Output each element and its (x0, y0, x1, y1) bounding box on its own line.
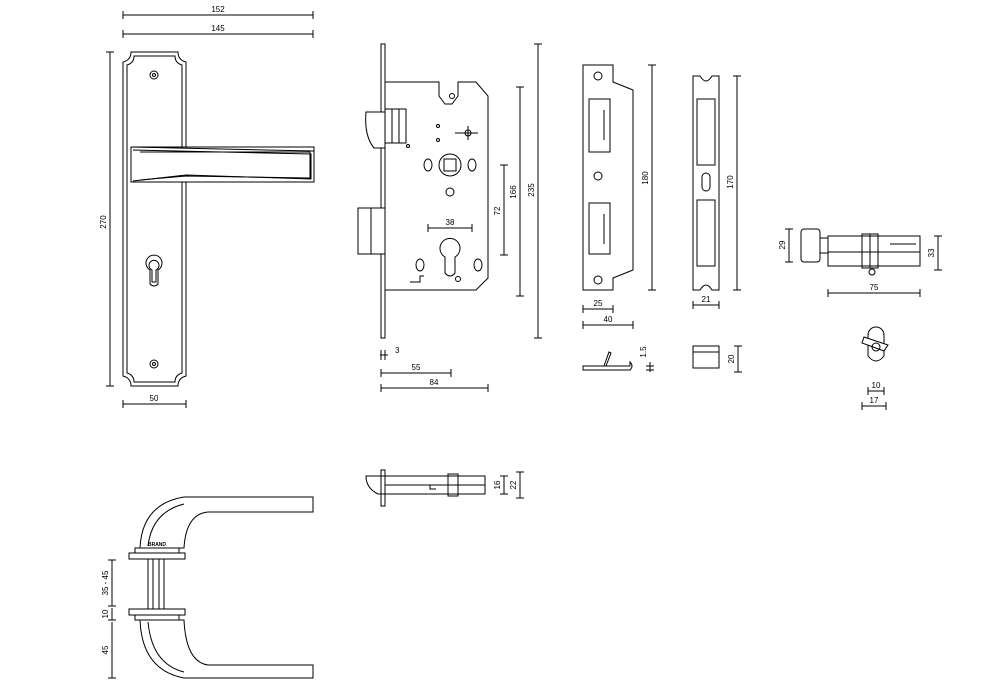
dim-40: 40 (604, 315, 613, 324)
handle-dimensions: 35 - 45 10 45 (101, 559, 116, 679)
dim-170: 170 (726, 175, 735, 189)
strike-screw-mid (593, 171, 603, 181)
dim-29: 29 (778, 240, 787, 249)
backplate-inner-outline (126, 55, 183, 383)
hub-slot-left (423, 158, 433, 172)
upper-lever-section (139, 496, 314, 549)
plate-dimensions: 152 145 270 50 (99, 5, 314, 408)
dim-3: 3 (395, 346, 400, 355)
bolt-stop (447, 473, 459, 497)
dim-25: 25 (594, 299, 603, 308)
screw-hole-bottom (149, 359, 159, 369)
dim-75: 75 (870, 283, 879, 292)
dim-38: 38 (446, 218, 455, 227)
lower-lever-section (139, 619, 314, 679)
dim-180: 180 (641, 171, 650, 185)
strike-latch-opening (588, 98, 611, 153)
mortise-lock-view (357, 43, 489, 339)
screw-hole-top-inner (152, 73, 156, 77)
strike-screw-bottom (593, 275, 603, 285)
screw-hole-bottom-inner (152, 362, 156, 366)
keeper-slot (701, 172, 711, 192)
lock-keyhole (439, 237, 461, 277)
lower-rose (128, 608, 186, 616)
dim-20: 20 (727, 354, 736, 363)
latch-housing (384, 108, 407, 144)
dim-50: 50 (150, 394, 159, 403)
door-spindle (147, 558, 165, 610)
screw-hole-top (149, 70, 159, 80)
strike-profile (582, 360, 633, 371)
lever-handle (130, 146, 315, 183)
lock-screw-mid (445, 187, 455, 197)
dim-72: 72 (493, 206, 502, 215)
bolt-dimensions: 16 22 (493, 471, 524, 499)
backplate-view (122, 51, 315, 387)
lock-slot-right (473, 258, 483, 272)
keeper-outline (692, 75, 720, 291)
dim-10-cyl: 10 (872, 381, 881, 390)
keyhole-cutout (145, 254, 163, 287)
bolt-head (365, 475, 386, 495)
spindle-square (443, 158, 457, 172)
centre-mark (455, 126, 478, 140)
dim-235: 235 (527, 183, 536, 197)
dim-1-5: 1.5 (639, 346, 648, 358)
strike-dimensions: 180 25 40 1.5 (582, 64, 656, 372)
hub-slot-right (467, 158, 477, 172)
upper-rose (128, 552, 186, 560)
dim-270: 270 (99, 215, 108, 229)
dim-145: 145 (211, 24, 225, 33)
strike-plate-outline (582, 64, 634, 291)
bolt-side-view (365, 469, 486, 507)
dim-33: 33 (927, 248, 936, 257)
cylinder-dimensions: 75 29 33 10 17 (778, 228, 942, 410)
dim-45: 45 (101, 645, 110, 654)
lock-faceplate (380, 43, 386, 339)
upper-rose-brand: BRAND (148, 542, 166, 548)
keeper-dimensions: 170 21 20 (692, 75, 742, 373)
dim-22: 22 (509, 480, 518, 489)
dim-166: 166 (509, 185, 518, 199)
lower-rose-cap (134, 614, 180, 621)
keyhole-cutout-inner (148, 260, 160, 283)
keeper-profile (692, 345, 720, 369)
cylinder-view (800, 228, 921, 362)
dim-84: 84 (430, 378, 439, 387)
lever-handle-inner-face (132, 149, 312, 182)
cylinder-screw (868, 268, 876, 276)
lock-slot-left (415, 258, 425, 272)
dim-152: 152 (211, 5, 225, 14)
keeper-opening-bottom (696, 199, 716, 267)
dim-10-rose: 10 (101, 609, 110, 618)
lever-handle-top-face (130, 146, 315, 181)
lock-dimensions: 38 72 166 235 3 55 84 (380, 43, 542, 392)
keeper-view (692, 75, 720, 369)
dim-35-45: 35 - 45 (101, 570, 110, 595)
backplate-outline (122, 51, 187, 387)
dim-55: 55 (412, 363, 421, 372)
dim-21: 21 (702, 295, 711, 304)
dim-16: 16 (493, 480, 502, 489)
cylinder-end-view (867, 326, 885, 362)
strike-plate-view (582, 64, 634, 371)
strike-screw-top (593, 71, 603, 81)
cylinder-body (827, 235, 921, 267)
dim-17: 17 (870, 396, 879, 405)
latch-bolt (365, 111, 386, 149)
handle-section-view: BRAND BRAND (128, 496, 314, 679)
lock-screw-top (449, 93, 455, 99)
cylinder-thumbturn (800, 228, 821, 263)
cylinder-collar (819, 237, 829, 254)
spindle-hub (438, 153, 462, 177)
lock-case (384, 81, 489, 291)
upper-rose-cap (134, 547, 180, 554)
strike-bolt-opening (588, 202, 611, 255)
keeper-opening-top (696, 98, 716, 166)
